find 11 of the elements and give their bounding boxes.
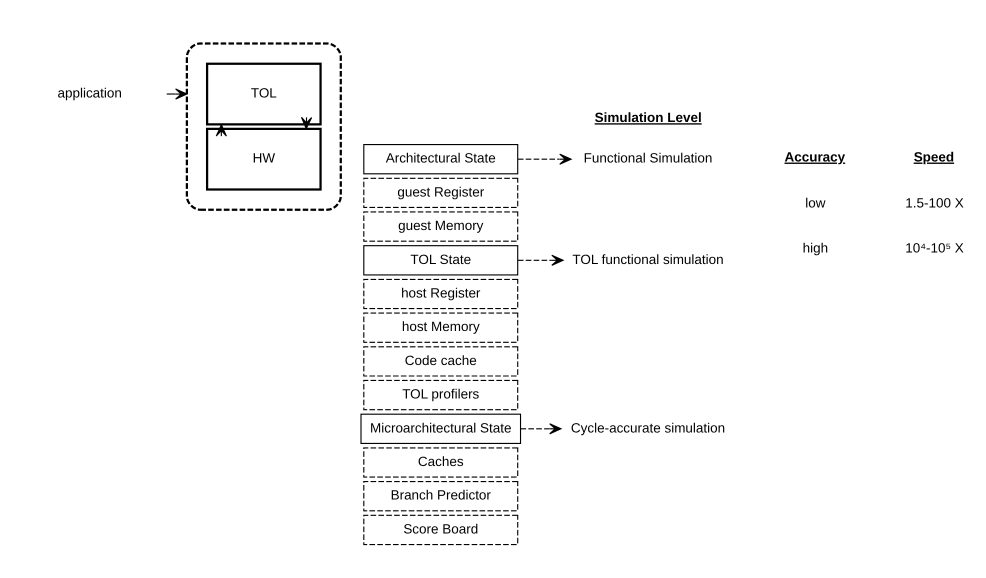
node-text: Functional Simulation [584,150,712,166]
node-text: Cycle-accurate simulation [570,420,726,435]
label: low [805,195,826,210]
node-text: application [58,85,122,100]
node-text: TOL functional simulation [572,251,724,266]
label: high [802,240,828,256]
label: Simulation Level [594,110,702,125]
label: Speed [914,149,954,164]
label: 10⁴-10⁵ X [905,240,964,256]
label: Accuracy [784,149,846,164]
label: 1.5-100 X [905,195,964,210]
